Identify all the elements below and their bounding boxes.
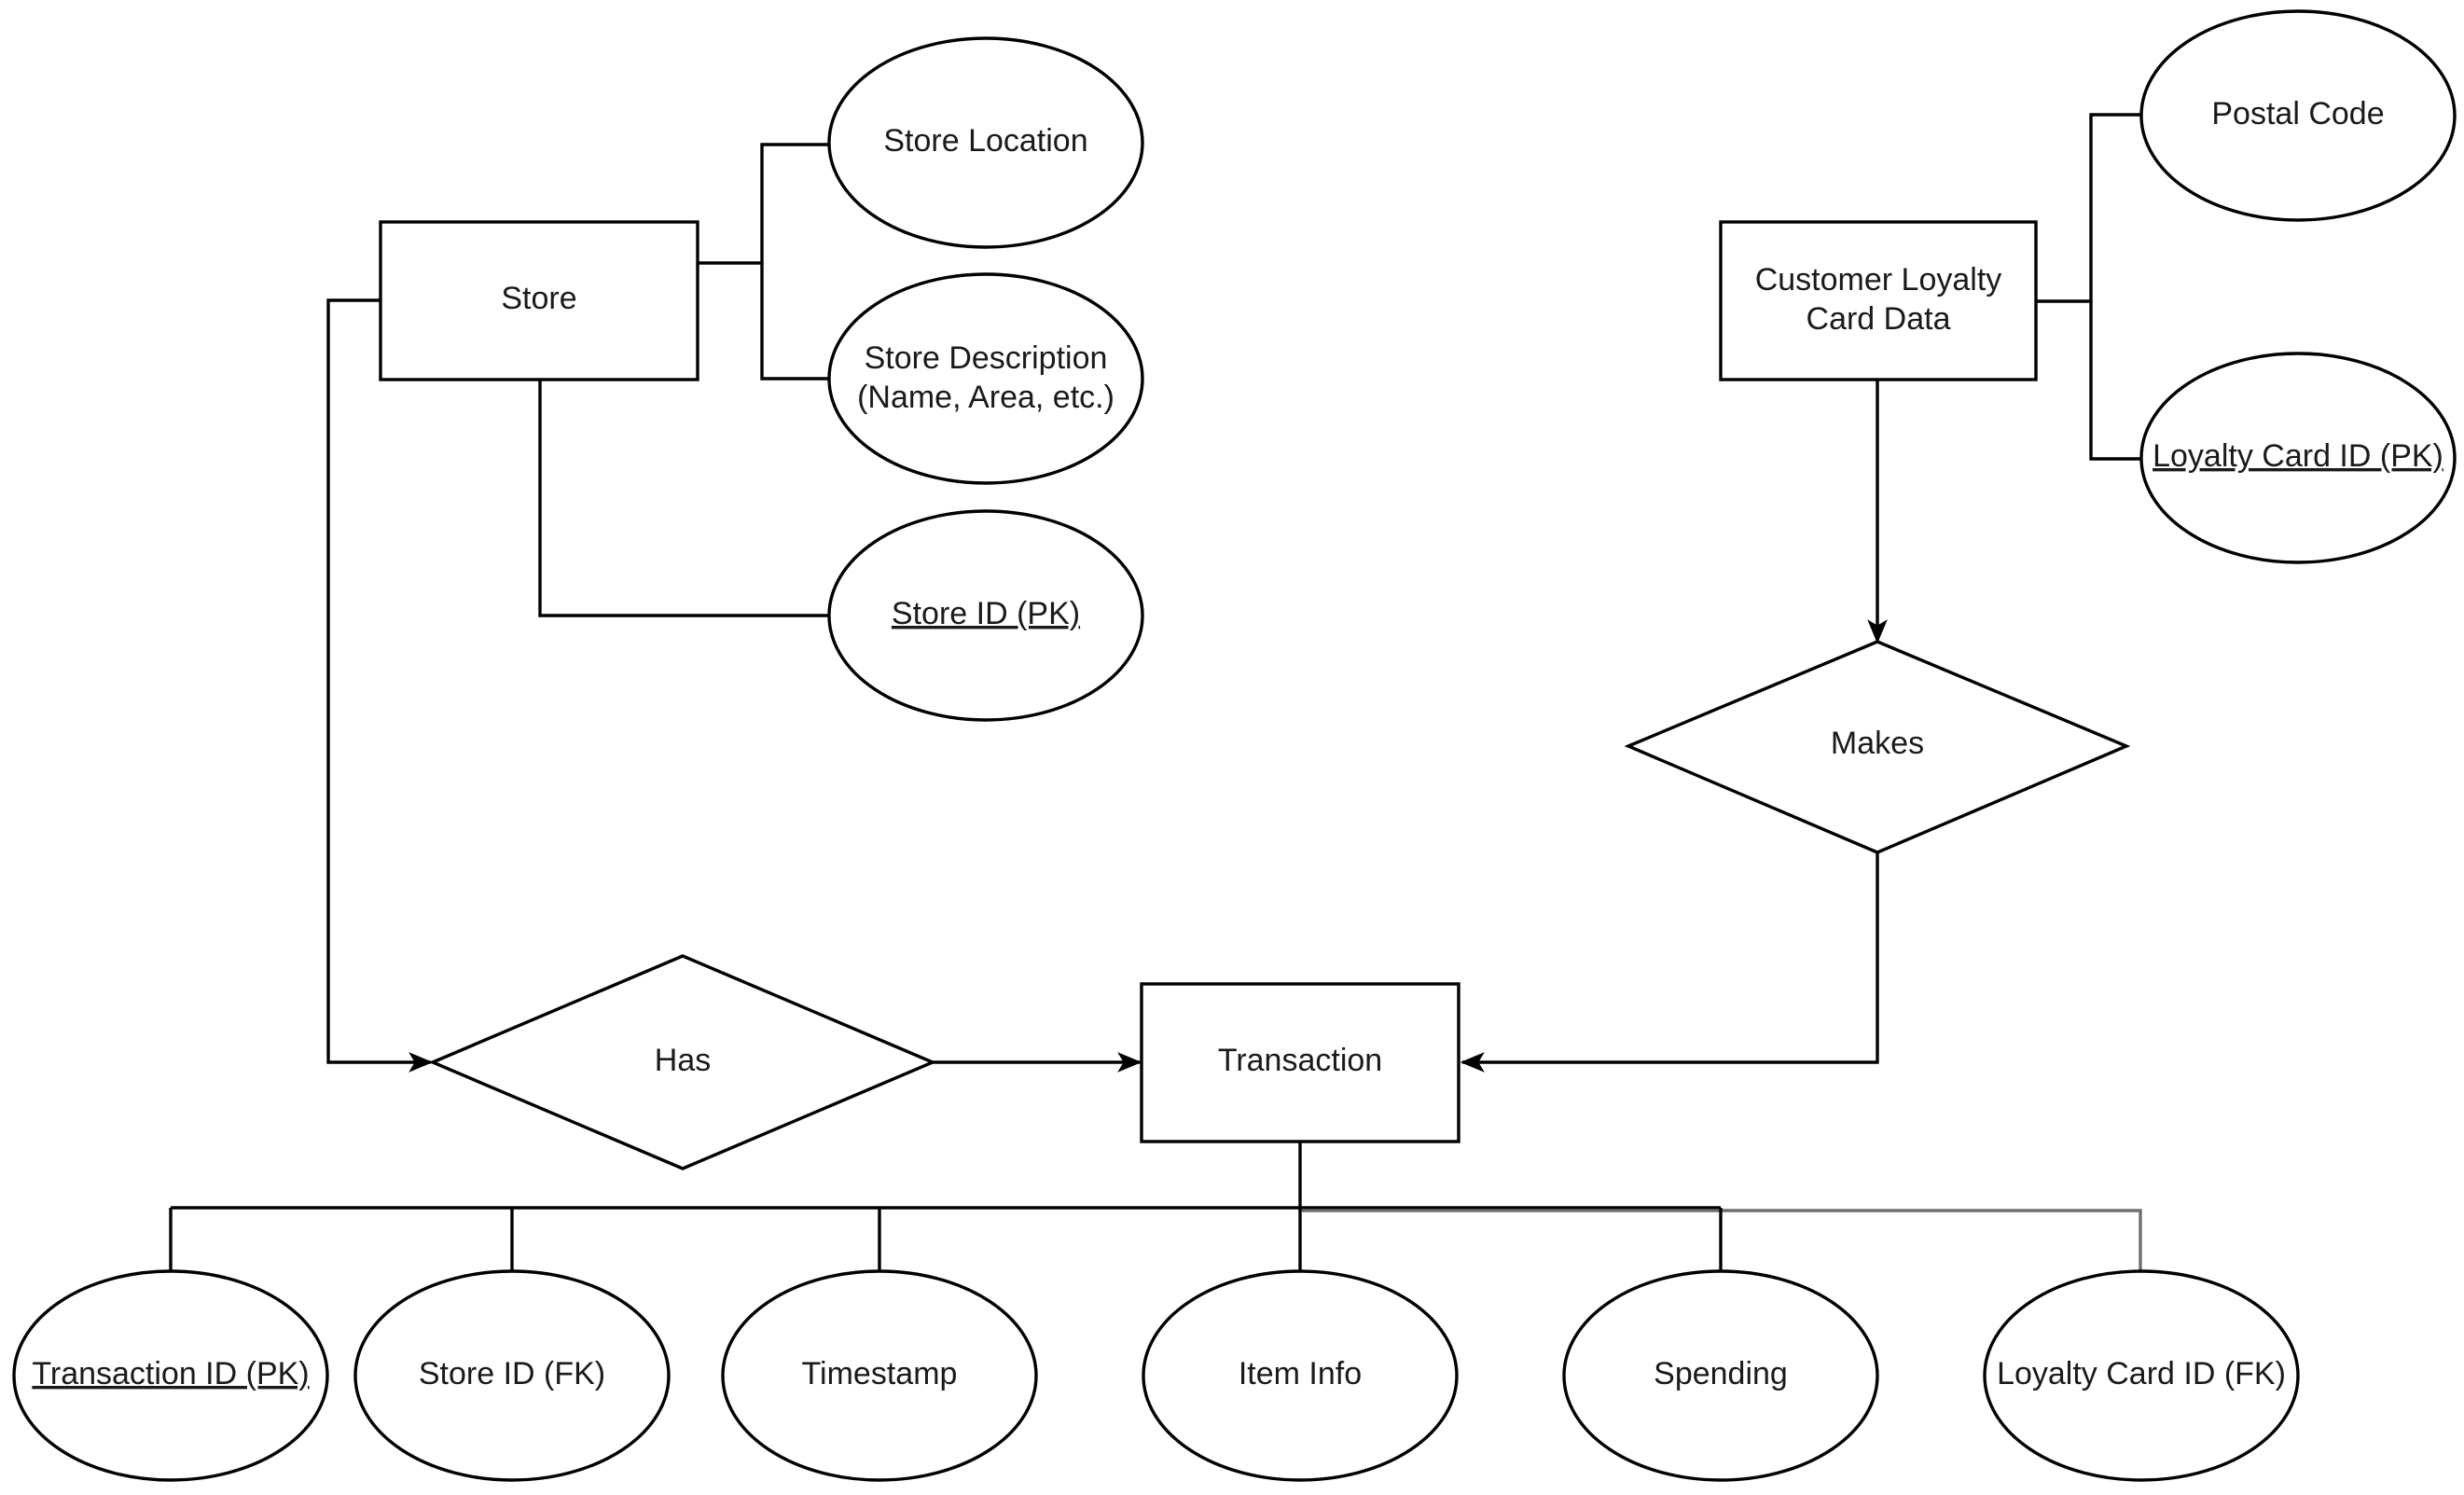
attribute-store-id-fk-label: Store ID (FK) xyxy=(419,1356,605,1391)
connector-store-id xyxy=(538,380,830,617)
entity-store-label: Store xyxy=(501,281,576,316)
connector-loyalty-card-id-pk xyxy=(2089,301,2141,461)
connector-store-location xyxy=(698,143,830,265)
entity-transaction[interactable]: Transaction xyxy=(1140,982,1460,1143)
connector-makes-transaction xyxy=(1460,852,1879,1073)
attribute-transaction-id-pk-label: Transaction ID (PK) xyxy=(32,1356,309,1391)
relationship-makes[interactable]: Makes xyxy=(1624,640,2131,854)
entity-customer-loyalty-card-data[interactable]: Customer Loyalty Card Data xyxy=(1719,220,2038,381)
attribute-store-description[interactable]: Store Description (Name, Area, etc.) xyxy=(827,272,1144,485)
entity-customer-label-line1: Customer Loyalty xyxy=(1755,262,2002,298)
attribute-loyalty-card-id-pk[interactable]: Loyalty Card ID (PK) xyxy=(2139,352,2457,564)
connector-store-description xyxy=(760,263,830,381)
relationship-has[interactable]: Has xyxy=(428,954,937,1170)
attribute-loyalty-card-id-fk-label: Loyalty Card ID (FK) xyxy=(1997,1356,2286,1391)
attribute-postal-code[interactable]: Postal Code xyxy=(2139,9,2457,222)
connector-store-has xyxy=(326,298,434,1073)
attribute-postal-code-label: Postal Code xyxy=(2211,96,2384,132)
attribute-item-info-label: Item Info xyxy=(1239,1356,1362,1391)
entity-transaction-label: Transaction xyxy=(1218,1043,1382,1078)
attribute-store-id-pk-label: Store ID (PK) xyxy=(892,596,1080,631)
attribute-spending-label: Spending xyxy=(1654,1356,1788,1391)
attribute-transaction-id-pk[interactable]: Transaction ID (PK) xyxy=(12,1269,329,1482)
attribute-timestamp-label: Timestamp xyxy=(802,1356,958,1391)
attribute-spending[interactable]: Spending xyxy=(1562,1269,1879,1482)
attribute-store-description-label-line1: Store Description xyxy=(865,340,1108,376)
attribute-store-location-label: Store Location xyxy=(883,123,1087,159)
entity-store[interactable]: Store xyxy=(379,220,699,381)
attribute-store-description-label-line2: (Name, Area, etc.) xyxy=(857,380,1114,415)
attribute-store-id-fk[interactable]: Store ID (FK) xyxy=(353,1269,671,1482)
connector-postal-code xyxy=(2036,113,2141,303)
relationship-has-label: Has xyxy=(655,1043,711,1078)
entity-customer-label-line2: Card Data xyxy=(1806,301,1951,337)
attribute-item-info[interactable]: Item Info xyxy=(1142,1269,1459,1482)
attribute-timestamp[interactable]: Timestamp xyxy=(721,1269,1038,1482)
relationship-makes-label: Makes xyxy=(1831,726,1924,761)
attribute-loyalty-card-id-pk-label: Loyalty Card ID (PK) xyxy=(2153,438,2443,474)
attribute-loyalty-card-id-fk[interactable]: Loyalty Card ID (FK) xyxy=(1983,1269,2300,1482)
attribute-store-id-pk[interactable]: Store ID (PK) xyxy=(827,509,1144,722)
attribute-store-location[interactable]: Store Location xyxy=(827,36,1144,249)
